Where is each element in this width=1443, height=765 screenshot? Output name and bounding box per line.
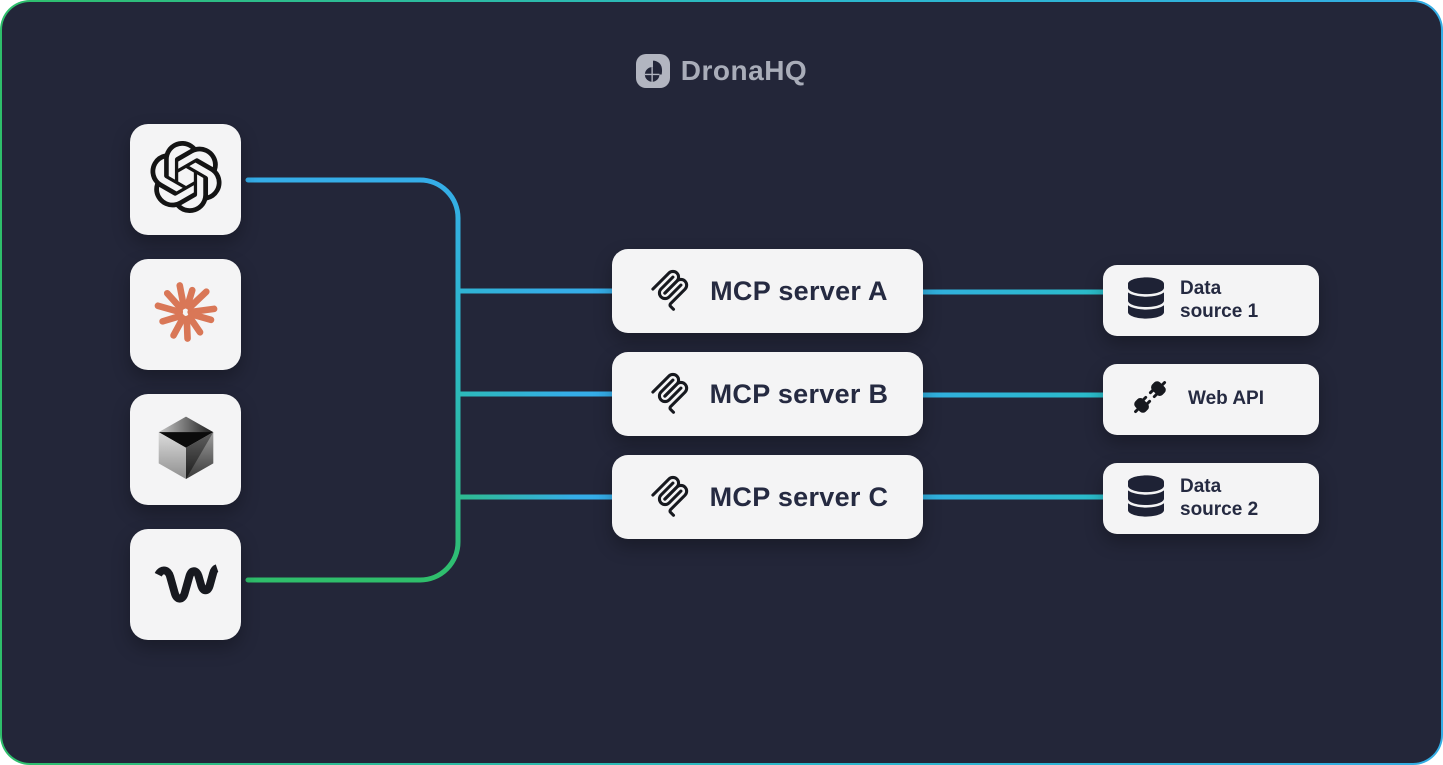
server-label: MCP server A (710, 275, 888, 306)
trunk-line (245, 177, 461, 583)
server-label: MCP server B (709, 378, 889, 409)
brand: DronaHQ (2, 54, 1441, 88)
dronahq-logo-icon (635, 54, 670, 88)
database-icon (1128, 276, 1164, 325)
client-card-cursor (130, 394, 241, 505)
client-card-openai (130, 124, 241, 235)
client-card-claude (130, 259, 241, 370)
mcp-icon (647, 266, 693, 317)
resource-label: Web API (1188, 388, 1265, 410)
mcp-icon (647, 369, 693, 420)
server-label: MCP server C (709, 481, 889, 512)
client-card-windsurf (130, 529, 241, 640)
openai-icon (149, 141, 222, 218)
claude-icon (147, 273, 225, 356)
brand-name: DronaHQ (680, 55, 808, 86)
database-icon (1128, 474, 1164, 523)
server-card-a: MCP server A (612, 249, 923, 333)
resource-card-datasource2: Data source 2 (1103, 463, 1319, 534)
cursor-icon (147, 408, 225, 491)
resource-card-webapi: Web API (1103, 364, 1319, 435)
windsurf-icon (153, 559, 219, 610)
resource-label: Data source 2 (1180, 476, 1259, 520)
server-card-c: MCP server C (612, 455, 923, 539)
resource-card-datasource1: Data source 1 (1103, 265, 1319, 336)
plug-icon (1128, 375, 1172, 424)
server-card-b: MCP server B (612, 352, 923, 436)
mcp-icon (647, 472, 693, 523)
resource-label: Data source 1 (1180, 278, 1259, 322)
